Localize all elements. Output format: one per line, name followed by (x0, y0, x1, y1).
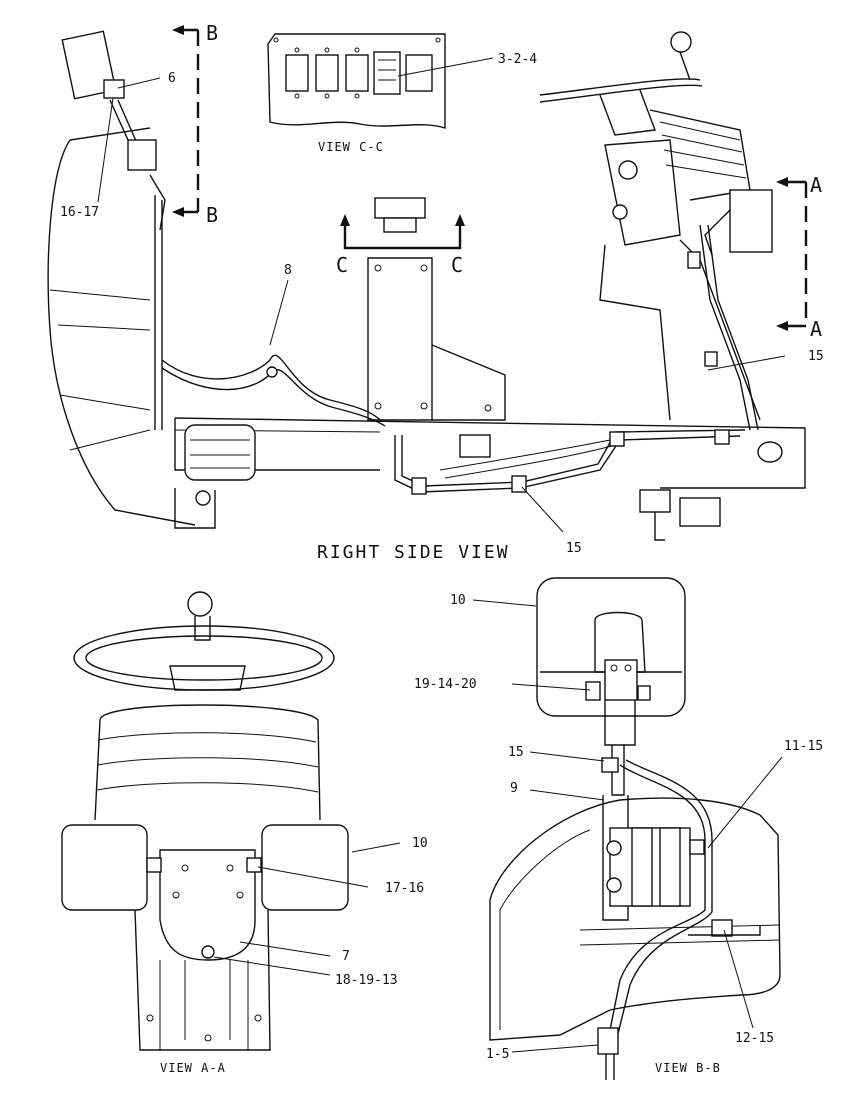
view-c-c (267, 33, 446, 129)
callout-6: 6 (168, 71, 176, 86)
labels: B B C C A A VIEW C-C RIGHT SIDE VIEW VIE… (60, 21, 824, 1075)
callout-8: 8 (284, 263, 292, 278)
section-marker-a-top: A (810, 173, 822, 197)
callout-7: 7 (342, 949, 350, 964)
callout-10-view-b-b: 10 (450, 593, 466, 608)
view-a-a-title: VIEW A-A (160, 1061, 226, 1075)
section-marker-a-bottom: A (810, 317, 822, 341)
right-side-view (47, 25, 808, 541)
view-a-a (61, 591, 349, 1051)
callout-9: 9 (510, 781, 518, 796)
callout-12-15: 12-15 (735, 1031, 774, 1046)
view-b-b-title: VIEW B-B (655, 1061, 721, 1075)
callout-15-right: 15 (808, 349, 824, 364)
callout-15-bottom: 15 (566, 541, 582, 556)
right-side-view-title: RIGHT SIDE VIEW (317, 542, 510, 563)
view-c-c-title: VIEW C-C (318, 140, 384, 154)
leader-lines (97, 57, 786, 1053)
callout-15-view-b-b: 15 (508, 745, 524, 760)
callout-16-17: 16-17 (60, 205, 99, 220)
section-marker-c-right: C (451, 253, 463, 277)
section-marker-b-top: B (206, 21, 218, 45)
callout-3-2-4: 3-2-4 (498, 52, 537, 67)
callout-18-19-13: 18-19-13 (335, 973, 398, 988)
callout-11-15: 11-15 (784, 739, 823, 754)
section-marker-b-bottom: B (206, 203, 218, 227)
view-b-b (489, 577, 781, 1080)
callout-10-view-a-a: 10 (412, 836, 428, 851)
section-marker-c-left: C (336, 253, 348, 277)
callout-19-14-20: 19-14-20 (414, 677, 477, 692)
callout-1-5: 1-5 (486, 1047, 509, 1062)
callout-17-16: 17-16 (385, 881, 424, 896)
